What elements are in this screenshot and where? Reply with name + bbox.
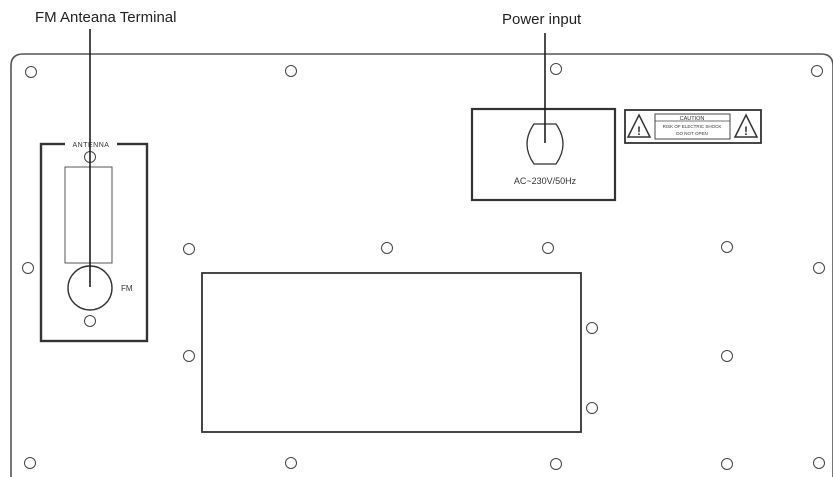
fm-antenna-callout-label: FM Anteana Terminal [35, 9, 177, 26]
caution-title: CAUTION [680, 116, 705, 122]
caution-label: ! CAUTION RISK OF ELECTRIC SHOCK DO NOT … [624, 109, 762, 144]
power-socket[interactable] [526, 123, 564, 165]
screw-hole [586, 322, 598, 334]
voltage-label: AC~230V/50Hz [514, 176, 577, 186]
screw-hole [84, 315, 96, 327]
screw-hole [25, 66, 37, 78]
caution-line-2: DO NOT OPEN [676, 131, 707, 136]
main-panel-cutout [201, 272, 582, 433]
screw-hole [183, 243, 195, 255]
warning-triangle-icon [626, 113, 652, 138]
screw-hole [721, 458, 733, 470]
screw-hole [381, 242, 393, 254]
screw-hole [550, 63, 562, 75]
screw-hole [813, 457, 825, 469]
caution-label-frame [624, 109, 762, 144]
screw-hole [24, 457, 36, 469]
screw-holes [22, 63, 825, 470]
screw-hole [22, 262, 34, 274]
warning-triangle-icon [733, 113, 759, 138]
screw-hole [586, 402, 598, 414]
power-panel-frame [470, 107, 617, 202]
caution-line-1: RISK OF ELECTRIC SHOCK [663, 124, 722, 129]
antenna-panel: ANTENNA FM [39, 138, 149, 343]
screw-hole [542, 242, 554, 254]
screw-hole [285, 65, 297, 77]
antenna-label-backing [65, 138, 117, 149]
fm-terminal-label: FM [121, 284, 133, 293]
antenna-panel-frame [39, 142, 149, 343]
screw-hole [550, 458, 562, 470]
screw-hole [811, 65, 823, 77]
antenna-panel-label: ANTENNA [73, 142, 110, 149]
antenna-window [64, 166, 113, 264]
warning-exclamation-icon: ! [637, 124, 641, 138]
screw-hole [721, 241, 733, 253]
rear-panel-outline [10, 53, 833, 477]
screw-hole [183, 350, 195, 362]
caution-text-box [654, 113, 731, 140]
screw-hole [813, 262, 825, 274]
warning-exclamation-icon: ! [744, 124, 748, 138]
power-input-panel: AC~230V/50Hz [470, 107, 617, 202]
screw-hole [285, 457, 297, 469]
power-input-callout-label: Power input [502, 11, 582, 28]
screw-hole [721, 350, 733, 362]
